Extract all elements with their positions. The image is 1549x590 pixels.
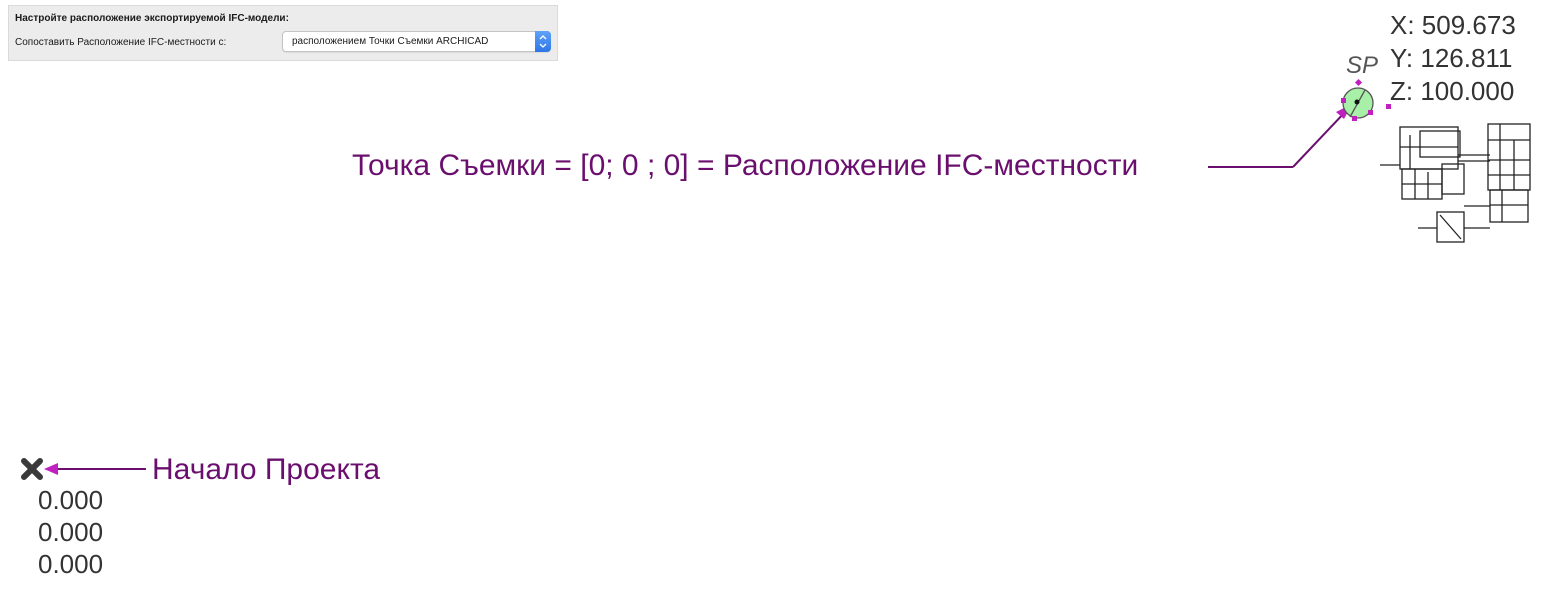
survey-point-icon[interactable] [1341,78,1391,121]
survey-x-coordinate: X: 509.673 [1390,10,1516,40]
origin-y-coordinate: 0.000 [38,517,104,547]
origin-leader-line [44,463,146,475]
origin-x-coordinate: 0.000 [38,485,104,515]
match-location-value: расположением Точки Съемки ARCHICAD [292,36,489,47]
project-origin-annotation: Начало Проекта [152,453,381,486]
origin-z-coordinate: 0.000 [38,549,104,579]
survey-z-coordinate: Z: 100.000 [1390,76,1515,106]
survey-point-annotation: Точка Съемки = [0; 0 ; 0] = Расположение… [352,149,1139,182]
survey-point-tag: SP [1346,52,1378,79]
survey-leader-line [1208,104,1352,168]
stepper-arrows-icon[interactable] [535,31,551,52]
panel-title: Настройте расположение экспортируемой IF… [15,13,289,24]
ifc-export-settings-panel: Настройте расположение экспортируемой IF… [8,5,558,61]
project-origin-icon[interactable] [21,458,43,480]
floor-plan-thumbnail [1380,123,1531,243]
match-location-dropdown[interactable]: расположением Точки Съемки ARCHICAD [282,31,551,52]
survey-y-coordinate: Y: 126.811 [1390,43,1513,73]
match-location-label: Сопоставить Расположение IFC-местности с… [15,37,227,48]
